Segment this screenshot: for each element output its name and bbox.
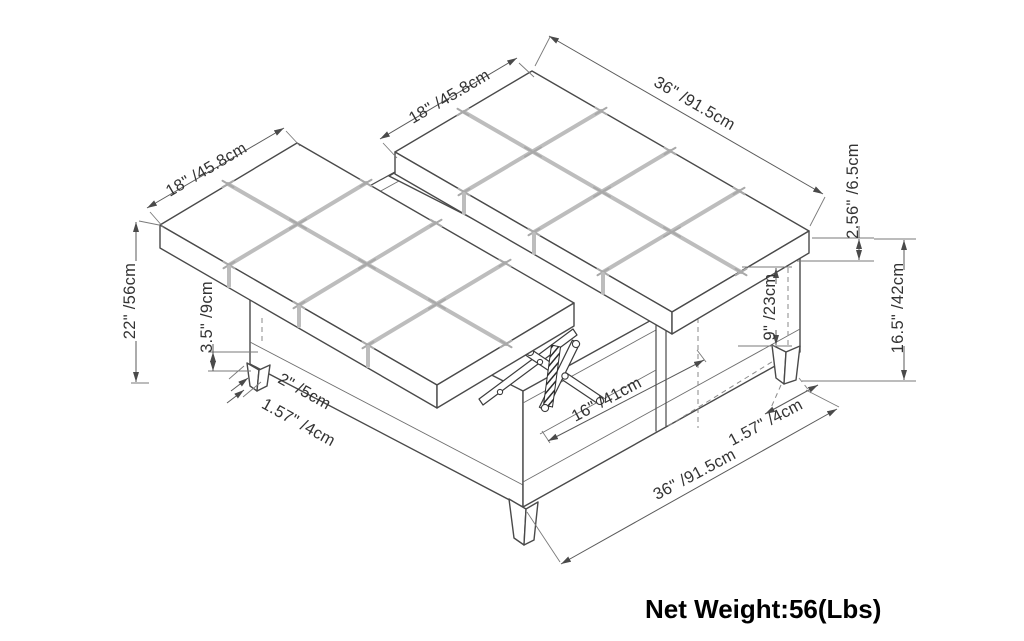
dimension-9: 9" /23cm (738, 266, 792, 347)
dimension-label-16-5: 16.5" /42cm (889, 263, 907, 354)
leg-left-side (256, 364, 271, 392)
leg-front (508, 498, 539, 546)
hinge-screw (496, 388, 504, 396)
dimension-label-22: 22" /56cm (121, 263, 139, 339)
hinge-pivot (540, 403, 550, 413)
dimension-1-57-right: 1.57" /4cm (726, 377, 819, 450)
hinge-pivot-center (561, 372, 569, 380)
front-cushion-end-face (436, 302, 575, 409)
tuft-button (429, 218, 443, 228)
leg-right (771, 344, 801, 385)
net-weight-label: Net Weight:56(Lbs) (645, 594, 881, 624)
rear-cushion-end-face (671, 230, 810, 335)
leg-left (246, 362, 271, 392)
dimension-2-56: 2.56" /6.5cm (797, 143, 874, 262)
tuft-button (498, 258, 512, 268)
dimension-label-1-57-right: 1.57" /4cm (726, 396, 806, 450)
dimension-16-5: 16.5" /42cm (802, 238, 916, 382)
leg-right-side (783, 345, 801, 385)
leg-front-side (523, 501, 539, 546)
dimension-22: 22" /56cm (121, 220, 160, 384)
tuft-button (734, 267, 748, 277)
tuft-button (289, 218, 307, 230)
dimension-label-36-bottom: 36" /91.5cm (650, 445, 739, 504)
dimension-label-2-56: 2.56" /6.5cm (844, 143, 862, 239)
tuft-button (428, 298, 446, 310)
dimension-label-36-top: 36" /91.5cm (651, 73, 739, 134)
hidden-interior-floor (667, 351, 789, 427)
dimension-label-9: 9" /23cm (761, 274, 779, 341)
dimension-label-3-5: 3.5" /9cm (198, 281, 216, 353)
tuft-button (663, 226, 681, 238)
tuft-button (359, 178, 373, 188)
tuft-button (499, 339, 513, 349)
tuft-button (524, 146, 542, 158)
hinge-pivot (571, 339, 581, 349)
tuft-button (358, 258, 376, 270)
legs (246, 344, 801, 546)
hinge-screw (536, 358, 544, 366)
base-front-left-plinth (249, 341, 524, 486)
dimension-3-5: 3.5" /9cm (198, 281, 258, 372)
